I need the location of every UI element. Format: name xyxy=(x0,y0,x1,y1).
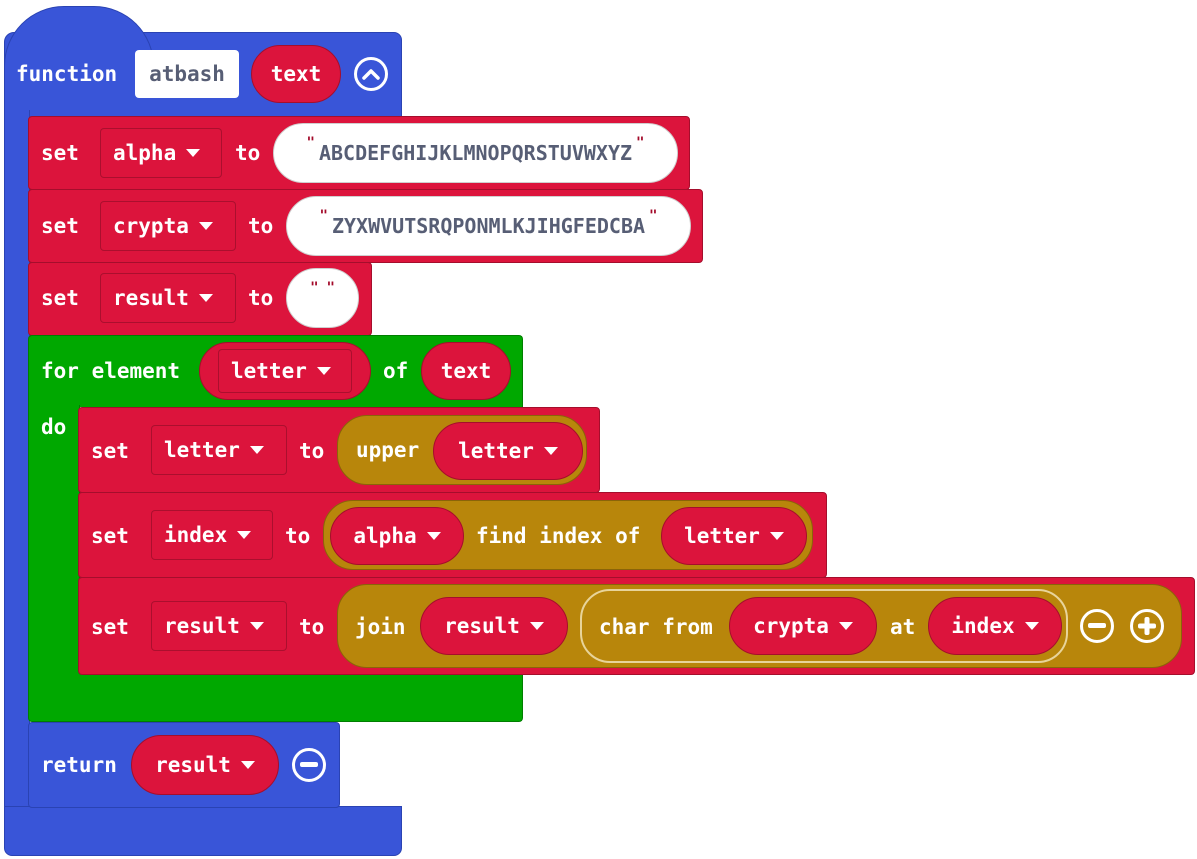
set-keyword: set xyxy=(41,141,79,165)
set-keyword: set xyxy=(91,524,129,548)
function-keyword: function xyxy=(16,62,118,86)
set-keyword: set xyxy=(41,214,79,238)
string-value: ZYXWVUTSRQPONMLKJIHGFEDCBA xyxy=(331,214,646,238)
function-hat xyxy=(4,6,154,66)
var-dropdown-label: result xyxy=(155,753,231,777)
var-dropdown-result[interactable]: result xyxy=(151,601,287,651)
join-keyword: join xyxy=(355,615,406,639)
string-field-alpha[interactable]: "ABCDEFGHIJKLMNOPQRSTUVWXYZ" xyxy=(273,123,678,183)
var-dropdown-result[interactable]: result xyxy=(100,273,236,323)
var-reporter-result[interactable]: result xyxy=(420,597,568,655)
to-keyword: to xyxy=(299,615,325,639)
var-dropdown-label: letter xyxy=(164,438,240,462)
close-quote-icon: " xyxy=(636,135,645,151)
var-reporter-result[interactable]: result xyxy=(131,735,279,795)
upper-keyword: upper xyxy=(356,438,420,462)
var-dropdown-label: index xyxy=(164,523,228,547)
var-dropdown-label: alpha xyxy=(113,141,177,165)
chevron-down-icon xyxy=(186,149,201,157)
chevron-down-icon xyxy=(426,532,441,540)
chevron-down-icon xyxy=(543,447,558,455)
string-value: ABCDEFGHIJKLMNOPQRSTUVWXYZ xyxy=(318,141,633,165)
find-index-keyword: find index of xyxy=(476,524,641,548)
for-var-letter[interactable]: letter xyxy=(199,342,371,400)
function-name-field[interactable]: atbash xyxy=(135,50,239,98)
char-from-keyword: char from xyxy=(599,615,713,639)
var-dropdown-label: alpha xyxy=(353,524,417,548)
var-dropdown-letter[interactable]: letter xyxy=(151,425,287,475)
chevron-down-icon xyxy=(838,622,853,630)
open-quote-icon: " xyxy=(310,280,319,296)
function-left-spine xyxy=(4,110,30,830)
for-element-keyword: for element xyxy=(41,359,181,383)
function-footer xyxy=(4,806,402,856)
var-reporter-alpha[interactable]: alpha xyxy=(330,507,464,565)
collapse-icon[interactable] xyxy=(354,57,388,91)
close-quote-icon: " xyxy=(649,208,658,224)
var-dropdown-label: result xyxy=(164,614,240,638)
chevron-down-icon xyxy=(249,446,264,454)
chevron-down-icon xyxy=(1024,622,1039,630)
open-quote-icon: " xyxy=(306,135,315,151)
var-dropdown-index[interactable]: index xyxy=(151,510,273,560)
for-iterable-text[interactable]: text xyxy=(421,342,511,400)
chevron-down-icon xyxy=(198,294,213,302)
var-dropdown-label: index xyxy=(951,614,1015,638)
var-reporter-letter[interactable]: letter xyxy=(433,422,583,480)
set-keyword: set xyxy=(91,439,129,463)
var-reporter-letter[interactable]: letter xyxy=(661,507,807,565)
var-dropdown-letter[interactable]: letter xyxy=(218,349,352,393)
minus-icon[interactable] xyxy=(292,748,326,782)
var-reporter-crypta[interactable]: crypta xyxy=(729,597,877,655)
for-element-footer xyxy=(28,674,523,722)
var-dropdown-label: crypta xyxy=(113,214,189,238)
set-keyword: set xyxy=(41,286,79,310)
return-keyword: return xyxy=(41,753,117,777)
of-keyword: of xyxy=(383,359,409,383)
var-dropdown-label: letter xyxy=(684,524,760,548)
to-keyword: to xyxy=(248,214,274,238)
for-element-spine xyxy=(28,405,80,677)
var-dropdown-crypta[interactable]: crypta xyxy=(100,201,236,251)
var-dropdown-label: letter xyxy=(458,439,534,463)
to-keyword: to xyxy=(248,286,274,310)
string-field-crypta[interactable]: "ZYXWVUTSRQPONMLKJIHGFEDCBA" xyxy=(286,196,691,256)
chevron-down-icon xyxy=(529,622,544,630)
chevron-down-icon xyxy=(198,222,213,230)
set-keyword: set xyxy=(91,615,129,639)
do-keyword: do xyxy=(41,415,67,439)
minus-icon[interactable] xyxy=(1080,609,1114,643)
close-quote-icon: " xyxy=(326,280,335,296)
to-keyword: to xyxy=(235,141,261,165)
var-dropdown-alpha[interactable]: alpha xyxy=(100,128,222,178)
chevron-down-icon xyxy=(237,531,252,539)
var-reporter-index[interactable]: index xyxy=(928,597,1062,655)
chevron-down-icon xyxy=(249,622,264,630)
to-keyword: to xyxy=(299,439,325,463)
chevron-down-icon xyxy=(769,532,784,540)
plus-icon[interactable] xyxy=(1130,609,1164,643)
at-keyword: at xyxy=(890,615,916,639)
var-dropdown-label: result xyxy=(113,286,189,310)
function-param-text[interactable]: text xyxy=(251,45,341,103)
to-keyword: to xyxy=(285,524,311,548)
string-field-empty[interactable]: "" xyxy=(286,268,359,328)
var-dropdown-label: crypta xyxy=(753,614,829,638)
chevron-down-icon xyxy=(240,761,255,769)
chevron-down-icon xyxy=(316,367,331,375)
var-dropdown-label: letter xyxy=(231,359,307,383)
open-quote-icon: " xyxy=(319,208,328,224)
var-dropdown-label: result xyxy=(444,614,520,638)
